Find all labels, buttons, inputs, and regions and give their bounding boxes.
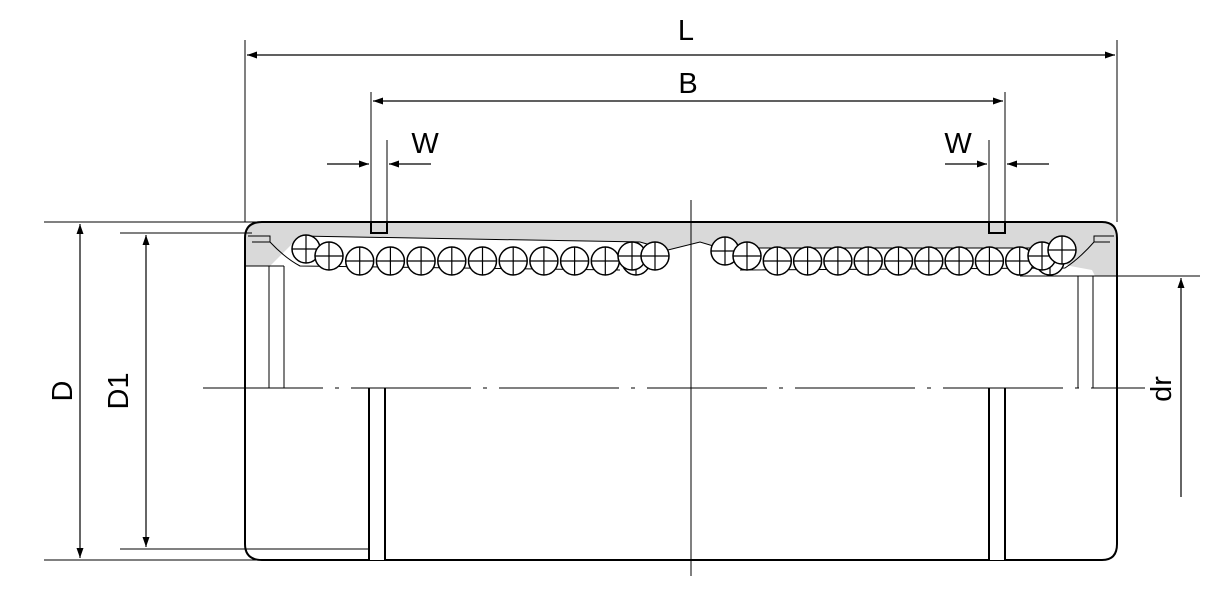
ball-right-9 [944, 246, 974, 276]
ball-right-14 [1047, 235, 1077, 265]
ball-left-8 [498, 246, 528, 276]
ball-left-14 [640, 241, 670, 271]
ball-right-7 [883, 246, 914, 276]
ball-left-7 [467, 246, 498, 276]
dimension-L: L [244, 15, 1118, 222]
label-dr: dr [1146, 376, 1178, 402]
ball-right-1 [710, 236, 740, 266]
retainer-band [245, 222, 1117, 276]
label-B: B [678, 68, 697, 100]
ball-row-left [291, 234, 670, 276]
label-D1: D1 [103, 372, 135, 409]
dimension-W-left: W [327, 128, 439, 222]
label-W-left: W [411, 128, 439, 160]
dimension-D1: D1 [103, 232, 370, 550]
ball-right-4 [792, 246, 823, 276]
ball-left-6 [437, 246, 467, 276]
ball-row-right [710, 235, 1077, 276]
dimension-B: B [370, 68, 1006, 222]
ball-left-11 [590, 246, 621, 276]
ball-left-5 [406, 246, 436, 276]
ball-left-9 [529, 246, 559, 276]
ball-right-10 [974, 246, 1005, 276]
ball-right-2 [732, 241, 762, 271]
ball-left-3 [344, 246, 375, 276]
ball-right-6 [853, 246, 883, 276]
dimension-W-right: W [944, 128, 1049, 222]
groove-right [988, 222, 1006, 560]
dimension-dr: dr [1020, 275, 1200, 497]
label-W-right: W [944, 128, 972, 160]
ball-right-5 [823, 246, 853, 276]
groove-left [368, 222, 388, 560]
dimension-D: D [44, 221, 262, 561]
ball-right-3 [762, 246, 793, 276]
label-L: L [678, 15, 694, 47]
label-D: D [47, 381, 79, 402]
ball-right-8 [914, 246, 944, 276]
sleeve-outline [244, 221, 1118, 561]
ball-left-2 [314, 241, 344, 271]
ball-left-4 [375, 246, 406, 276]
ball-left-10 [559, 246, 590, 276]
